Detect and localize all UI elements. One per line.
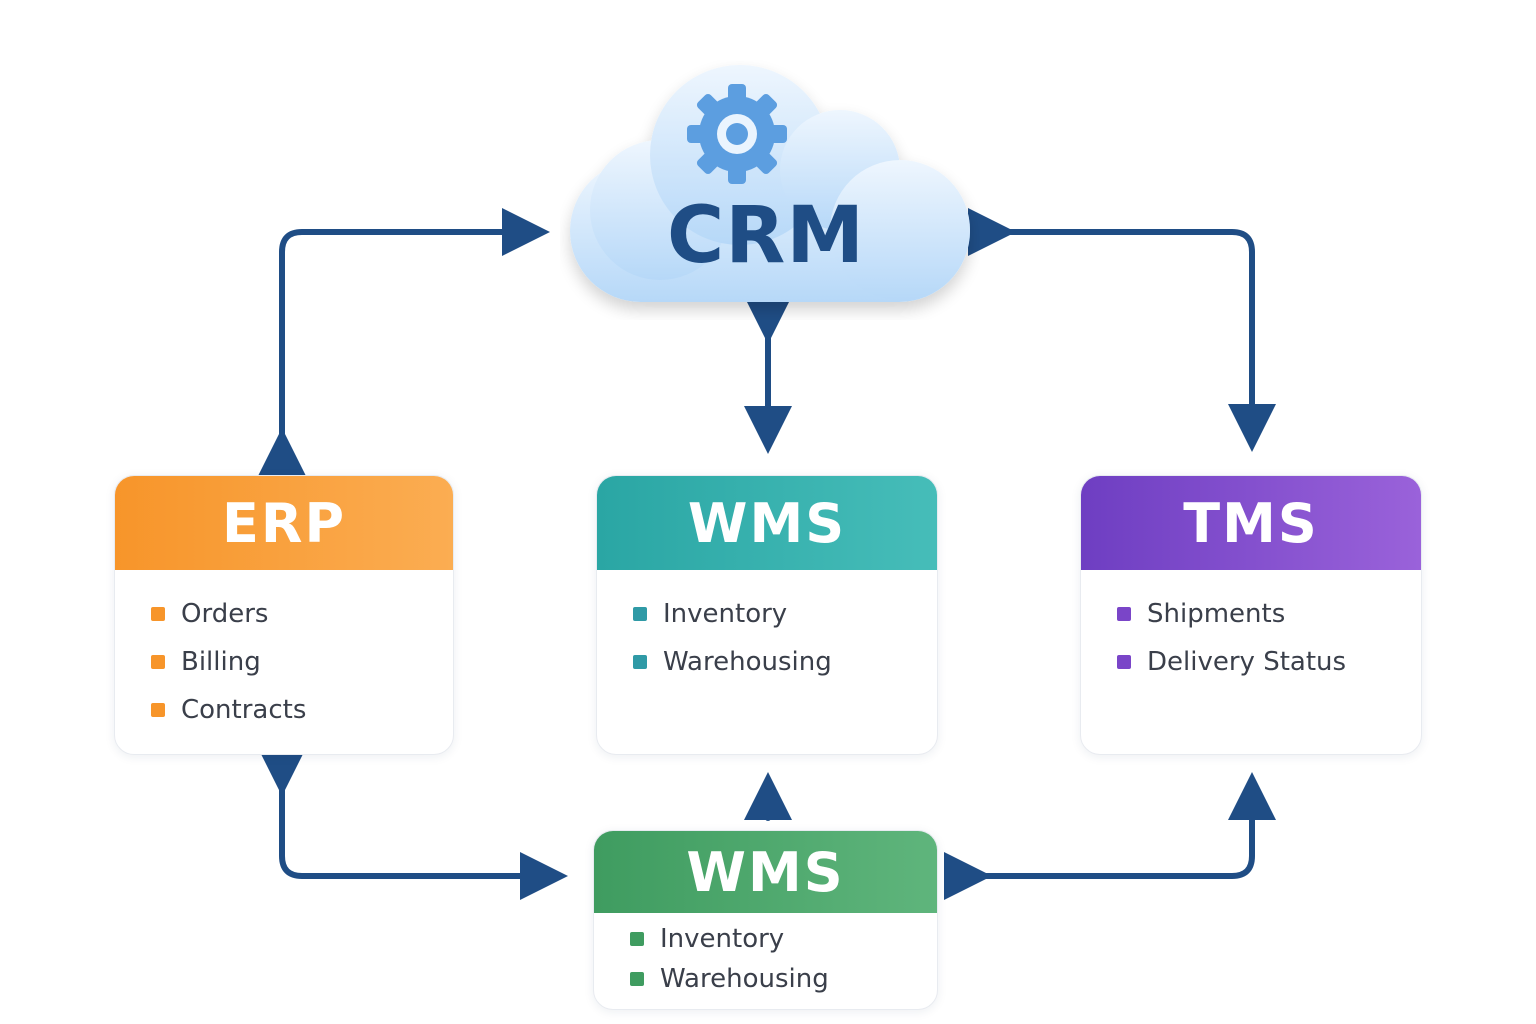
list-item: Contracts [151, 686, 453, 734]
wms-card-bottom-title: WMS [594, 831, 937, 913]
square-bullet-icon [151, 655, 165, 669]
list-item: Inventory [633, 590, 937, 638]
connector-erp-crm [258, 208, 550, 476]
list-item: Delivery Status [1117, 638, 1421, 686]
connector-crm-tms [968, 208, 1276, 452]
wms-card-top: WMS Inventory Warehousing [596, 475, 938, 755]
erp-card-title: ERP [115, 476, 453, 570]
tms-card-title: TMS [1081, 476, 1421, 570]
connector-tms-wms-bottom [944, 772, 1276, 900]
tms-card: TMS Shipments Delivery Status [1080, 475, 1422, 755]
list-item-label: Contracts [181, 695, 307, 725]
square-bullet-icon [1117, 607, 1131, 621]
square-bullet-icon [151, 607, 165, 621]
wms-top-item-list: Inventory Warehousing [597, 570, 937, 686]
cloud-shape [570, 65, 970, 302]
tms-item-list: Shipments Delivery Status [1081, 570, 1421, 686]
list-item: Warehousing [633, 638, 937, 686]
square-bullet-icon [633, 655, 647, 669]
wms-card-top-title: WMS [597, 476, 937, 570]
square-bullet-icon [151, 703, 165, 717]
erp-item-list: Orders Billing Contracts [115, 570, 453, 734]
list-item-label: Delivery Status [1147, 647, 1347, 677]
gear-icon [687, 84, 787, 184]
list-item-label: Shipments [1147, 599, 1286, 629]
wms-bottom-item-list: Inventory Warehousing [594, 913, 937, 999]
square-bullet-icon [630, 972, 644, 986]
list-item-label: Warehousing [660, 964, 829, 994]
list-item: Warehousing [630, 959, 937, 999]
crm-title: CRM [667, 191, 865, 281]
list-item-label: Inventory [660, 924, 785, 954]
list-item: Orders [151, 590, 453, 638]
list-item-label: Warehousing [663, 647, 832, 677]
erp-card: ERP Orders Billing Contracts [114, 475, 454, 755]
connector-erp-wms-bottom [258, 748, 568, 900]
square-bullet-icon [1117, 655, 1131, 669]
list-item: Inventory [630, 919, 937, 959]
square-bullet-icon [633, 607, 647, 621]
square-bullet-icon [630, 932, 644, 946]
crm-cloud: CRM [560, 60, 980, 320]
list-item-label: Billing [181, 647, 261, 677]
wms-card-bottom: WMS Inventory Warehousing [593, 830, 938, 1010]
list-item: Shipments [1117, 590, 1421, 638]
list-item-label: Inventory [663, 599, 788, 629]
list-item: Billing [151, 638, 453, 686]
list-item-label: Orders [181, 599, 269, 629]
